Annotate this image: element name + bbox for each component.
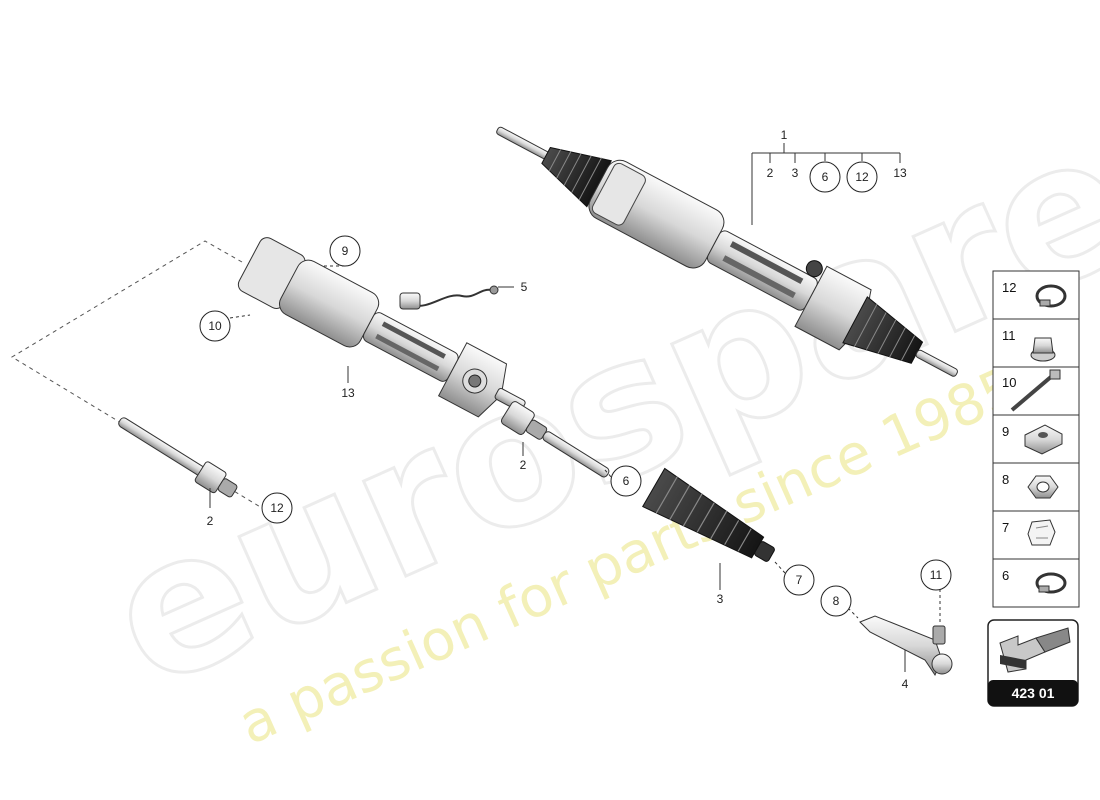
legend-num-7: 7 — [1002, 520, 1009, 535]
callout-4: 4 — [902, 677, 909, 691]
legend-num-11: 11 — [1002, 328, 1016, 343]
callout-9: 9 — [342, 244, 349, 258]
callout-12-left: 12 — [270, 501, 284, 515]
legend-row: 6 — [1002, 568, 1067, 594]
bolt-icon — [1010, 369, 1061, 412]
callout-12-left-circle — [261, 492, 293, 524]
callout-3-boot: 3 — [717, 592, 724, 606]
callout-13-left: 13 — [341, 386, 355, 400]
legend-row: 12 — [1002, 280, 1067, 308]
hose-clamp-icon — [1035, 284, 1067, 308]
steering-boot — [642, 467, 775, 562]
legend-row: 8 — [1002, 472, 1059, 499]
tie-rod-end — [859, 615, 953, 677]
callout-10-circle — [199, 310, 231, 342]
legend-num-8: 8 — [1002, 472, 1009, 487]
callout-2-left: 2 — [207, 514, 214, 528]
steering-rack-housing — [237, 237, 526, 418]
legend-num-10: 10 — [1002, 375, 1016, 390]
guide-line — [11, 240, 263, 509]
steering-rack-assembly — [496, 126, 958, 377]
tie-rod-middle — [500, 401, 610, 478]
callout-13-top: 13 — [893, 166, 907, 180]
callout-8-circle — [820, 585, 852, 617]
callout-12-top-circle — [846, 161, 878, 193]
legend-row: 9 — [1002, 424, 1063, 455]
sensor-cable — [399, 285, 499, 310]
callout-11-circle — [920, 559, 952, 591]
legend-panel: 12 11 10 9 — [992, 270, 1080, 608]
callout-7: 7 — [796, 573, 803, 587]
callout-12-top: 12 — [855, 170, 869, 184]
callout-1: 1 — [781, 128, 788, 142]
callout-2-mid: 2 — [520, 458, 527, 472]
flange-nut-icon — [1030, 337, 1056, 362]
callout-6-mid-circle — [610, 465, 642, 497]
band-clamp-icon — [1035, 572, 1067, 594]
tie-rod-left — [118, 417, 238, 498]
boot-right — [842, 296, 924, 364]
boot-left — [541, 146, 613, 208]
page-number: 423 01 — [1012, 685, 1055, 701]
callout-11: 11 — [930, 568, 943, 582]
callout-9-circle — [329, 235, 361, 267]
legend-row: 7 — [1002, 519, 1056, 546]
callout-10: 10 — [208, 319, 222, 333]
square-nut-icon — [1024, 424, 1063, 455]
callout-2-top: 2 — [767, 166, 774, 180]
callout-5: 5 — [521, 280, 528, 294]
legend-row: 10 — [1002, 369, 1061, 412]
callout-8: 8 — [833, 594, 840, 608]
clip-icon — [1027, 519, 1056, 546]
callout-6-mid: 6 — [623, 474, 630, 488]
legend-num-12: 12 — [1002, 280, 1016, 295]
watermark: eurospares a passion for parts since 198… — [77, 39, 1100, 758]
arrow-icon — [999, 627, 1071, 673]
page-badge: 423 01 — [987, 619, 1079, 707]
legend-num-9: 9 — [1002, 424, 1009, 439]
legend-num-6: 6 — [1002, 568, 1009, 583]
legend-row: 11 — [1002, 328, 1056, 362]
callout-6-top: 6 — [822, 170, 829, 184]
hex-nut-icon — [1027, 475, 1059, 499]
callout-6-top-circle — [809, 161, 841, 193]
callout-tree-1 — [751, 143, 901, 225]
callout-3-top: 3 — [792, 166, 799, 180]
callout-7-circle — [783, 564, 815, 596]
